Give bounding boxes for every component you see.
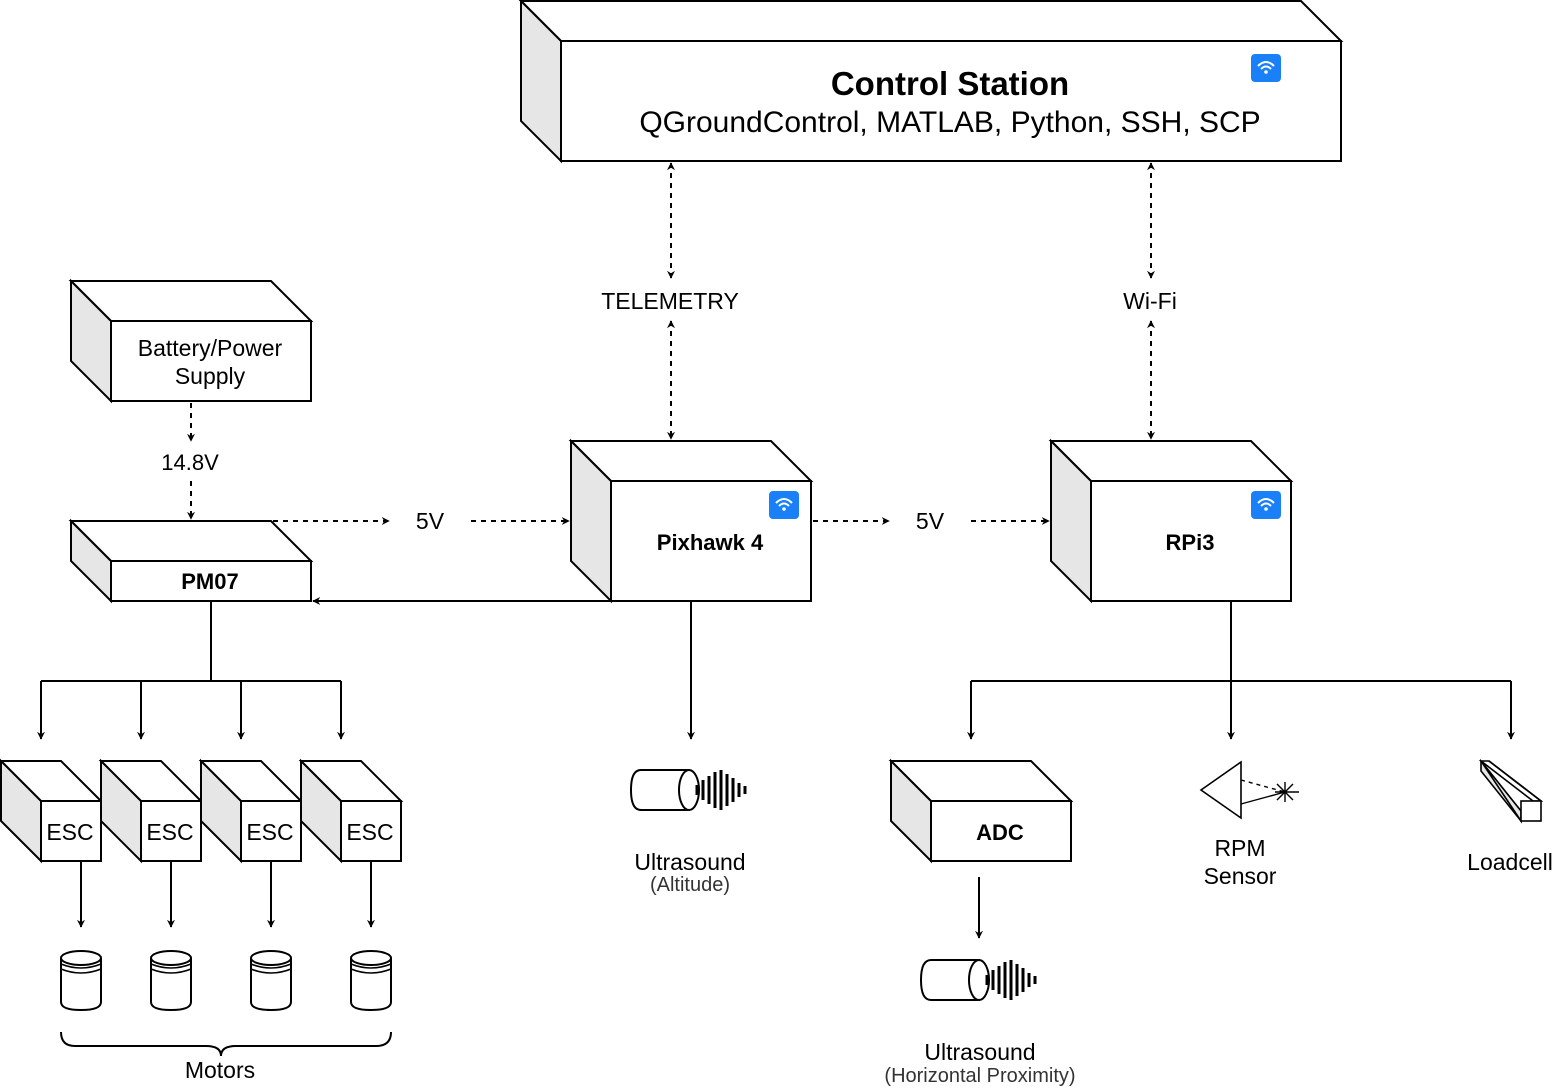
esc-to-motor-links (77, 861, 375, 928)
esc-label: ESC (246, 819, 293, 845)
wifi-icon (769, 491, 799, 519)
pm07-to-esc-links (37, 601, 345, 740)
esc-box: ESC (0, 758, 104, 864)
voltage-14v8-label: 14.8V (161, 450, 219, 475)
voltage-5v-label-2: 5V (916, 508, 945, 534)
esc-box: ESC (98, 758, 204, 864)
motor-icon (350, 950, 392, 1012)
control-station-box: Control Station QGroundControl, MATLAB, … (518, 0, 1344, 164)
esc-box: ESC (298, 758, 404, 864)
wifi-label: Wi-Fi (1123, 288, 1177, 314)
ultrasound-altitude-label: Ultrasound (634, 849, 745, 875)
voltage-5v-label-1: 5V (416, 508, 445, 534)
rpm-sensor-label-line2: Sensor (1204, 863, 1277, 889)
ultrasound-altitude-sublabel: (Altitude) (650, 874, 730, 896)
adc-box: ADC (888, 758, 1074, 864)
ultrasound-sensor-icon (919, 959, 1037, 1001)
pixhawk-label: Pixhawk 4 (657, 530, 764, 555)
pm07-label: PM07 (181, 569, 238, 594)
battery-label-line1: Battery/Power (138, 335, 283, 361)
rpi-to-sensor-links (967, 601, 1515, 740)
ultrasound-proximity-label: Ultrasound (924, 1039, 1035, 1065)
pm07-to-pixhawk-link: 5V (273, 508, 570, 534)
motor-icon (250, 950, 292, 1012)
telemetry-label: TELEMETRY (601, 288, 739, 314)
esc-label: ESC (46, 819, 93, 845)
esc-label: ESC (146, 819, 193, 845)
control-station-title: Control Station (831, 65, 1069, 102)
esc-label: ESC (346, 819, 393, 845)
rpi-label: RPi3 (1166, 530, 1215, 555)
motors-label: Motors (185, 1057, 255, 1083)
esc-box: ESC (198, 758, 304, 864)
adc-label: ADC (976, 820, 1024, 845)
wifi-icon (1251, 491, 1281, 519)
pixhawk-to-rpi-link: 5V (813, 508, 1050, 534)
battery-to-pm07-link: 14.8V (161, 403, 219, 520)
control-station-subtitle: QGroundControl, MATLAB, Python, SSH, SCP (639, 106, 1260, 139)
rpm-sensor-icon (1199, 760, 1299, 820)
motors-brace (60, 1031, 392, 1057)
rpi-box: RPi3 (1048, 438, 1294, 604)
wifi-link: Wi-Fi (1123, 162, 1177, 440)
battery-box: Battery/Power Supply (68, 278, 314, 404)
motor-icon (60, 950, 102, 1012)
loadcell-icon (1478, 758, 1544, 824)
pixhawk-box: Pixhawk 4 (568, 438, 814, 604)
wifi-icon (1251, 54, 1281, 82)
motor-icon (150, 950, 192, 1012)
ultrasound-sensor-icon (629, 769, 747, 811)
pm07-box: PM07 (68, 518, 314, 604)
telemetry-link: TELEMETRY (601, 162, 739, 440)
battery-label-line2: Supply (175, 363, 246, 389)
loadcell-label: Loadcell (1467, 849, 1553, 875)
rpm-sensor-label-line1: RPM (1214, 835, 1265, 861)
ultrasound-proximity-sublabel: (Horizontal Proximity) (884, 1065, 1075, 1087)
